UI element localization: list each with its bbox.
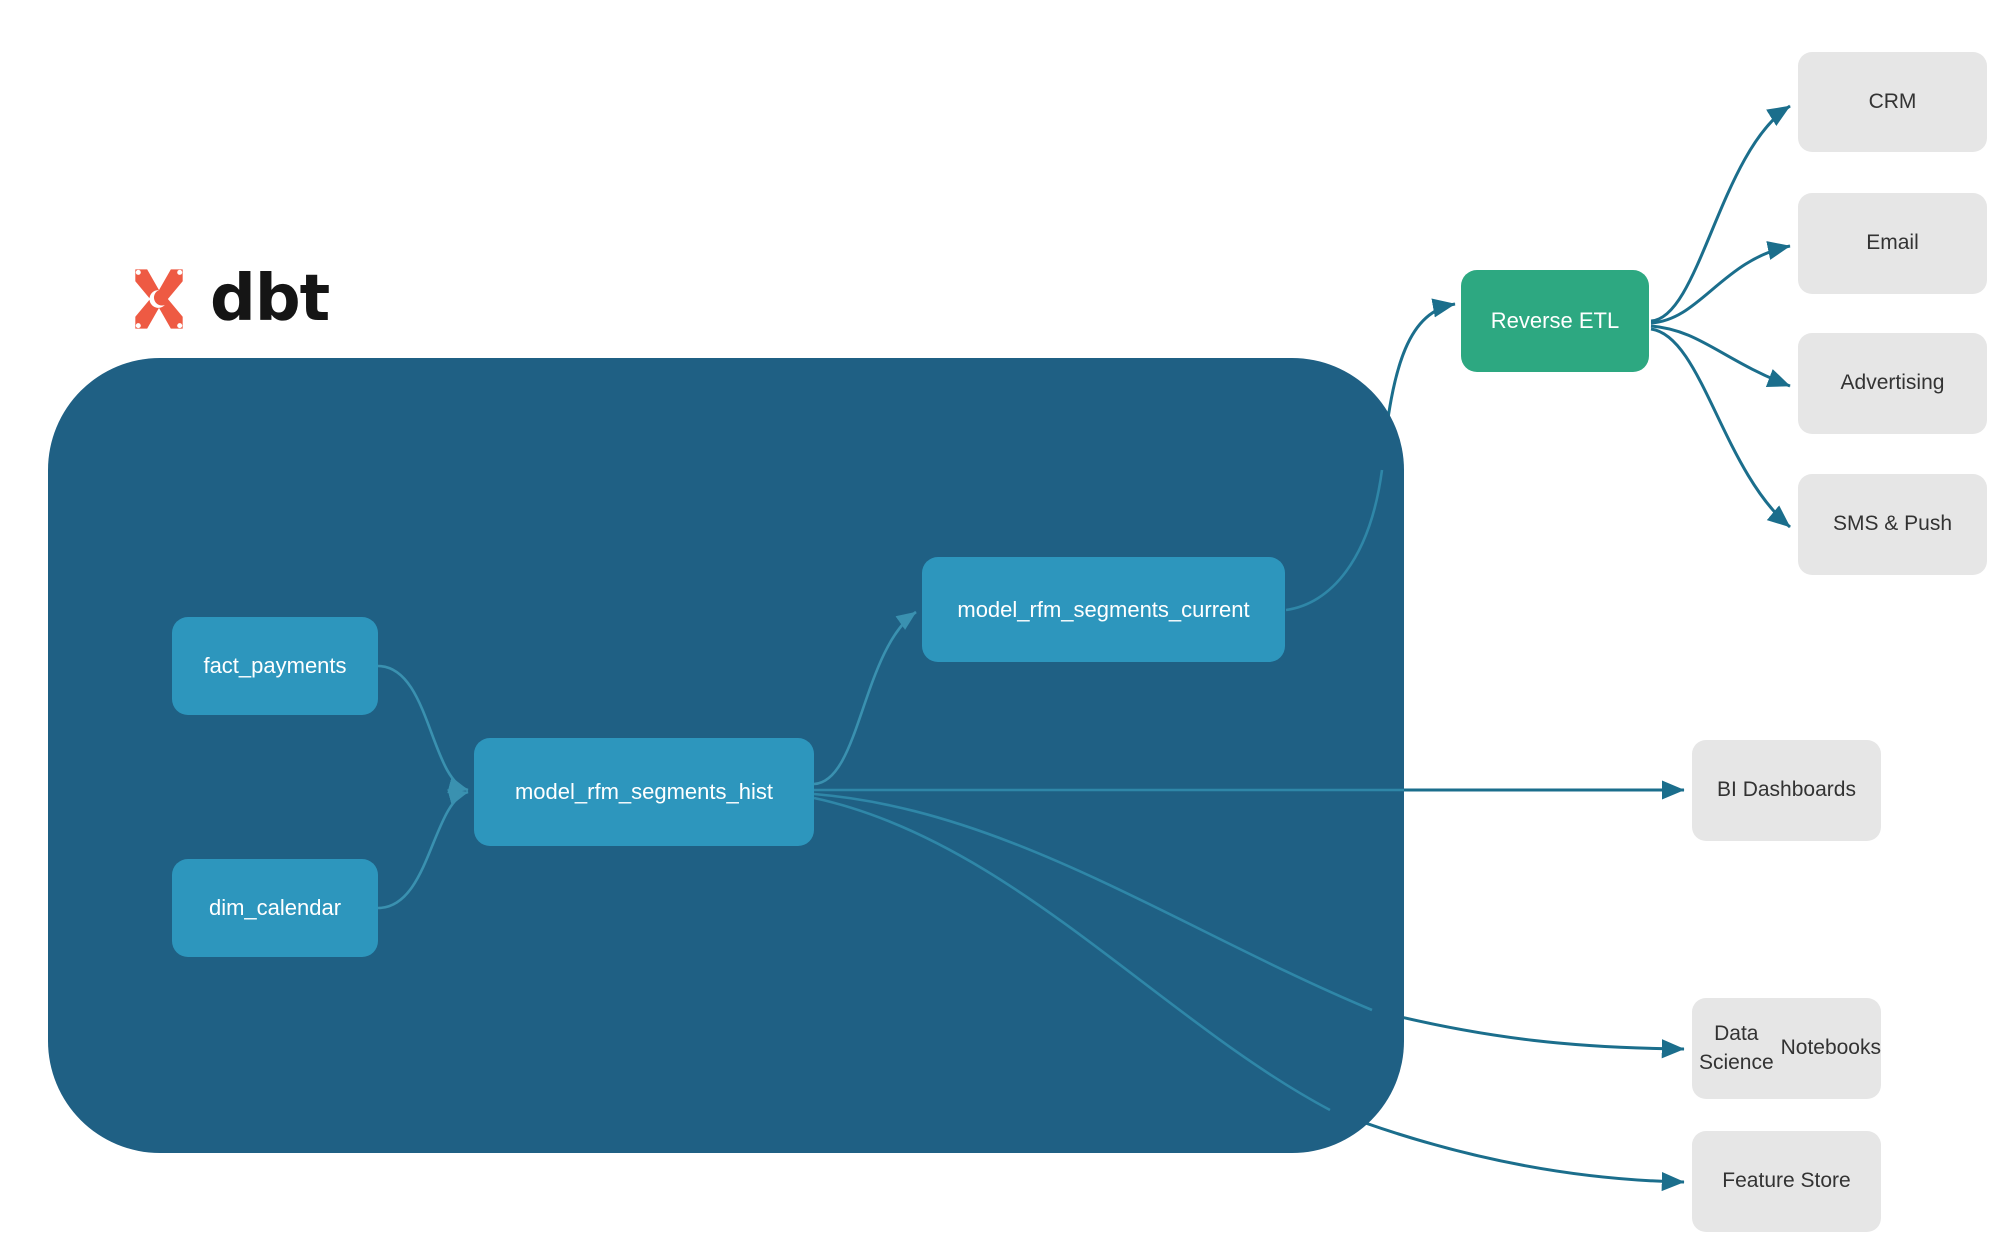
node-model-rfm-segments-hist[interactable]: model_rfm_segments_hist xyxy=(474,738,814,846)
edge-to-ds-notebooks xyxy=(1371,1008,1685,1059)
edge-retl-to-crm xyxy=(1650,104,1791,323)
edge-to-feature-store xyxy=(1329,1108,1685,1192)
dbt-logo: dbt xyxy=(122,262,330,336)
node-email[interactable]: Email xyxy=(1798,193,1987,294)
node-bi-dashboards[interactable]: BI Dashboards xyxy=(1692,740,1881,841)
dbt-wordmark: dbt xyxy=(210,262,330,336)
node-label-line-1: Data Science xyxy=(1698,1022,1774,1074)
node-fact-payments[interactable]: fact_payments xyxy=(172,617,378,715)
node-dim-calendar[interactable]: dim_calendar xyxy=(172,859,378,957)
node-reverse-etl[interactable]: Reverse ETL xyxy=(1461,270,1649,372)
node-advertising[interactable]: Advertising xyxy=(1798,333,1987,434)
edge-retl-to-sms-push xyxy=(1650,327,1791,529)
dbt-x-mark-icon xyxy=(135,269,183,329)
node-data-science-notebooks[interactable]: Data Science Notebooks xyxy=(1692,998,1881,1099)
node-crm[interactable]: CRM xyxy=(1798,52,1987,152)
outer-edges xyxy=(1329,104,1791,1192)
node-feature-store[interactable]: Feature Store xyxy=(1692,1131,1881,1232)
node-sms-push[interactable]: SMS & Push xyxy=(1798,474,1987,575)
edge-retl-to-advertising xyxy=(1650,324,1791,388)
node-label-line-2: Notebooks xyxy=(1780,1036,1881,1060)
edge-retl-to-email xyxy=(1650,241,1791,325)
node-model-rfm-segments-current[interactable]: model_rfm_segments_current xyxy=(922,557,1285,662)
